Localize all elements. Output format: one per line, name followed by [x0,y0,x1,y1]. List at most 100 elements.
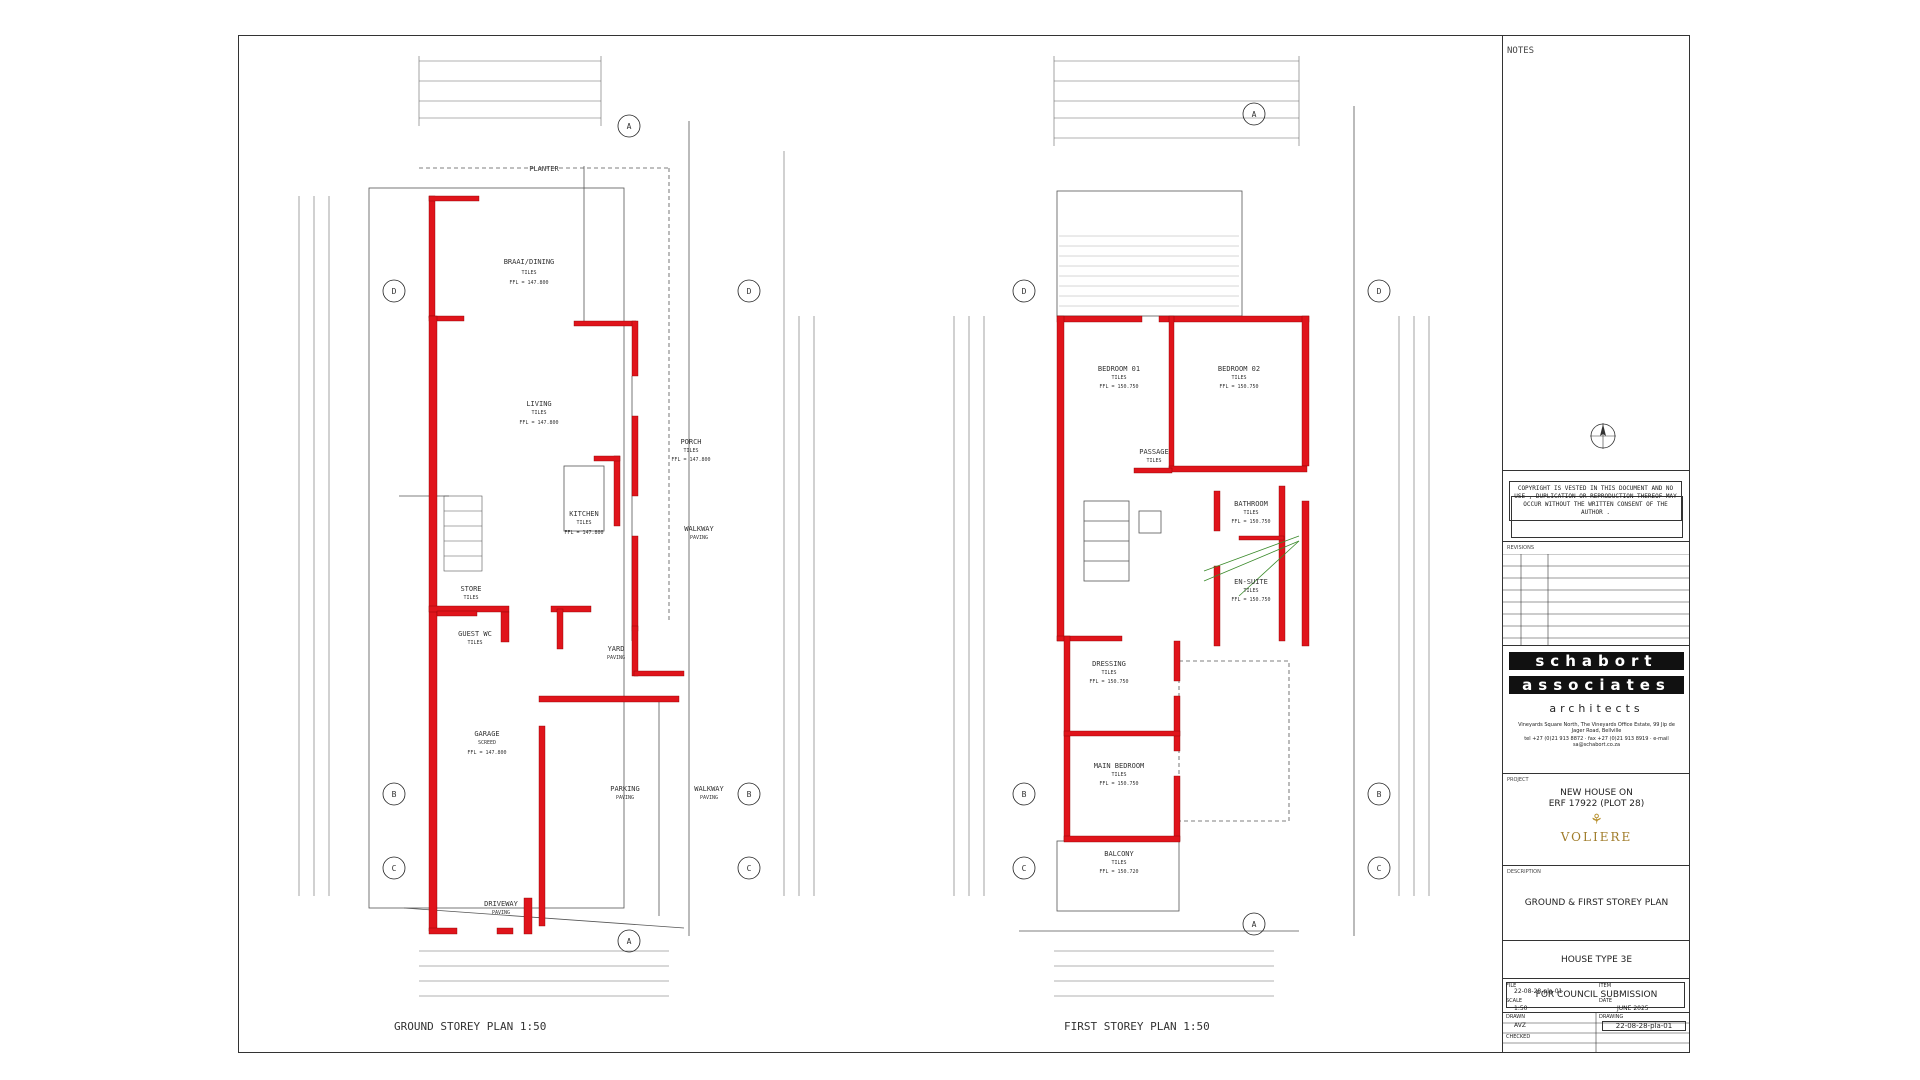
firm-name-line2: associates [1509,676,1684,694]
svg-text:FFL = 150.750: FFL = 150.750 [1231,519,1270,525]
svg-text:FFL = 147.800: FFL = 147.800 [519,420,558,426]
room-driveway: DRIVEWAY [484,900,519,908]
svg-text:A: A [1252,920,1257,929]
svg-text:D: D [1022,287,1027,296]
project-logo-icon: ⚘ [1590,812,1603,828]
svg-text:FFL = 150.750: FFL = 150.750 [1219,384,1258,390]
title-block: NOTES COPYRIGHT IS VESTED IN THIS DOCUME… [1502,36,1690,1052]
project-line2: ERF 17922 (PLOT 28) [1548,799,1645,809]
copyright-box: COPYRIGHT IS VESTED IN THIS DOCUMENT AND… [1503,471,1690,541]
room-bathroom: BATHROOM [1234,500,1268,508]
house-type-box: HOUSE TYPE 3E [1503,941,1690,979]
section-marker-d: D [392,287,397,296]
svg-text:A: A [1252,110,1257,119]
copyright-text: COPYRIGHT IS VESTED IN THIS DOCUMENT AND… [1509,481,1682,521]
firm-address: Vineyards Square North, The Vineyards Of… [1518,722,1675,734]
svg-text:TILES: TILES [463,595,478,601]
section-marker-b: B [392,790,397,799]
room-braai-dining: BRAAI/DINING [504,258,555,266]
date-value: JUNE 2025 [1617,1005,1649,1012]
svg-text:TILES: TILES [1243,588,1258,594]
notes-label: NOTES [1507,46,1535,56]
room-en-suite: EN-SUITE [1234,578,1268,586]
info-grid [1503,1013,1690,1052]
svg-text:C: C [1377,864,1382,873]
north-arrow-icon [1590,423,1616,449]
svg-text:B: B [747,790,752,799]
room-walkway-1: WALKWAY [684,525,714,533]
room-dressing: DRESSING [1092,660,1126,668]
room-passage: PASSAGE [1139,448,1169,456]
info-grid-text: FILE 22-08-28-pla-01 ITEM SCALE 1:50 DAT… [1502,983,1689,1052]
svg-text:TILES: TILES [683,448,698,454]
room-living: LIVING [526,400,551,408]
svg-text:TILES: TILES [1111,772,1126,778]
svg-text:FFL = 150.750: FFL = 150.750 [1089,679,1128,685]
ground-plan-title: GROUND STOREY PLAN 1:50 [394,1020,546,1033]
svg-text:TILES: TILES [531,410,546,416]
project-line1: NEW HOUSE ON [1560,788,1633,798]
first-storey-plan: BEDROOM 01 TILES FFL = 150.750 BEDROOM 0… [953,56,1430,1033]
svg-text:FFL = 147.800: FFL = 147.800 [564,530,603,536]
svg-text:SCREED: SCREED [478,740,496,746]
svg-text:TILES: TILES [1146,458,1161,464]
svg-text:FFL = 147.800: FFL = 147.800 [671,457,710,463]
room-guest-wc: GUEST WC [458,630,492,638]
svg-text:C: C [747,864,752,873]
room-bedroom-02: BEDROOM 02 [1218,365,1260,373]
room-bedroom-01: BEDROOM 01 [1098,365,1140,373]
svg-text:TILES: TILES [467,640,482,646]
first-plan-title: FIRST STOREY PLAN 1:50 [1064,1020,1210,1033]
ground-storey-plan: BRAAI/DINING TILES FFL = 147.800 LIVING … [298,56,815,1033]
svg-text:FFL = 150.750: FFL = 150.750 [1099,384,1138,390]
firm-name-line1: schabort [1509,652,1684,670]
project-logo: VOLIERE [1560,830,1633,844]
svg-text:FFL = 150.750: FFL = 150.750 [1231,597,1270,603]
svg-text:D: D [747,287,752,296]
room-main-bedroom: MAIN BEDROOM [1094,762,1145,770]
firm-contact: tel +27 (0)21 913 8872 · fax +27 (0)21 9… [1524,736,1669,748]
svg-text:FFL = 147.800: FFL = 147.800 [467,750,506,756]
svg-text:PAVING: PAVING [492,910,510,916]
scale-value: 1:50 [1514,1005,1528,1012]
svg-text:TILES: TILES [576,520,591,526]
svg-text:B: B [1022,790,1027,799]
description-text: GROUND & FIRST STOREY PLAN [1524,898,1669,908]
svg-text:TILES: TILES [1101,670,1116,676]
room-balcony: BALCONY [1104,850,1134,858]
svg-text:FFL = 150.720: FFL = 150.720 [1099,869,1138,875]
notes-box: NOTES [1503,36,1690,538]
room-yard: YARD [608,645,625,653]
floor-plans: BRAAI/DINING TILES FFL = 147.800 LIVING … [298,56,1430,1033]
section-marker-c: C [392,864,397,873]
svg-text:PAVING: PAVING [690,535,708,541]
firm-box: schabort associates architects Vineyards… [1503,646,1690,774]
svg-text:B: B [1377,790,1382,799]
firm-name-line3: architects [1549,702,1644,715]
room-garage: GARAGE [474,730,499,738]
file-value: 22-08-28-pla-01 [1514,988,1563,995]
drawing-value: 22-08-28-pla-01 [1602,1021,1686,1031]
svg-text:PAVING: PAVING [700,795,718,801]
svg-text:TILES: TILES [1111,860,1126,866]
svg-text:PAVING: PAVING [616,795,634,801]
description-box: DESCRIPTION GROUND & FIRST STOREY PLAN [1503,866,1690,941]
room-porch: PORCH [680,438,701,446]
status-text: FOR COUNCIL SUBMISSION [1535,990,1658,1000]
svg-text:TILES: TILES [1111,375,1126,381]
svg-text:TILES: TILES [1231,375,1246,381]
drawing-sheet: BRAAI/DINING TILES FFL = 147.800 LIVING … [238,35,1690,1053]
drawn-value: AVZ [1514,1022,1526,1029]
project-box: PROJECT NEW HOUSE ON ERF 17922 (PLOT 28)… [1503,774,1690,866]
svg-text:FFL = 147.800: FFL = 147.800 [509,280,548,286]
revisions-box: REVISIONS [1503,541,1690,646]
svg-text:C: C [1022,864,1027,873]
house-type: HOUSE TYPE 3E [1560,955,1633,965]
room-store: STORE [460,585,481,593]
revisions-label: REVISIONS [1507,545,1535,551]
svg-text:TILES: TILES [1243,510,1258,516]
room-walkway-2: WALKWAY [694,785,724,793]
status-box: FOR COUNCIL SUBMISSION [1503,979,1690,1013]
svg-text:D: D [1377,287,1382,296]
svg-text:A: A [627,937,632,946]
